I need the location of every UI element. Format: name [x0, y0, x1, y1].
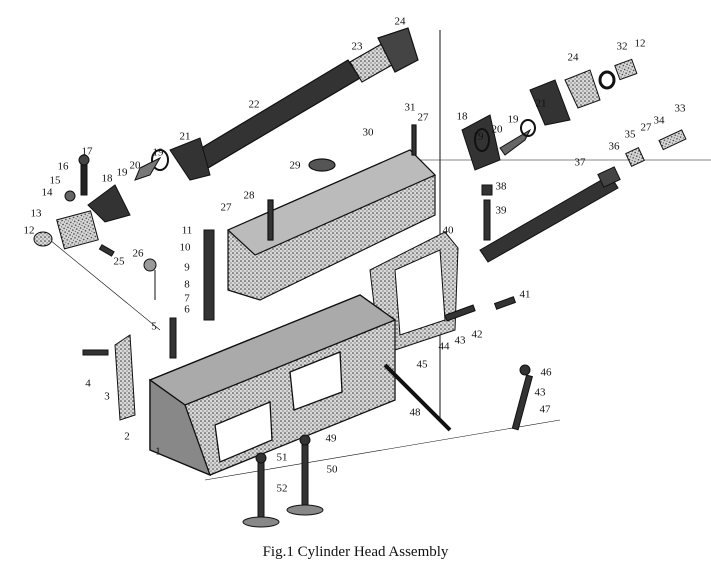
part-number-label: 17 [81, 145, 93, 158]
part-number-label: 35 [624, 128, 636, 141]
part-number-label: 3 [104, 390, 110, 403]
part-number-label: 19 [116, 166, 128, 179]
part-number-label: 36 [608, 140, 620, 153]
part-number-label: 50 [326, 463, 338, 476]
side-cover-plate [369, 231, 459, 356]
rocker-arms-right [461, 58, 687, 263]
part-number-label: 20 [129, 159, 141, 172]
part-number-label: 43 [534, 386, 546, 399]
part-number-label: 22 [248, 98, 260, 111]
part-number-label: 13 [30, 207, 42, 220]
part-number-label: 28 [243, 189, 255, 202]
part-number-label: 6 [184, 303, 190, 316]
part-number-label: 45 [416, 358, 428, 371]
figure-caption: Fig.1 Cylinder Head Assembly [262, 544, 449, 560]
part-number-label: 29 [289, 159, 301, 172]
part-number-label: 8 [184, 278, 190, 291]
part-number-label: 27 [417, 111, 429, 124]
rocker-arms-left [33, 137, 211, 250]
part-number-label: 18 [101, 172, 113, 185]
part-number-label: 38 [495, 180, 507, 193]
part-number-label: 46 [540, 366, 552, 379]
part-number-label: 15 [49, 174, 61, 187]
part-number-label: 39 [495, 204, 507, 217]
part-number-label: 12 [634, 37, 646, 50]
part-number-label: 4 [85, 377, 91, 390]
part-number-label: 51 [276, 451, 288, 464]
part-number-label: 32 [616, 40, 628, 53]
part-number-label: 5 [151, 320, 157, 333]
part-number-label: 37 [574, 156, 586, 169]
part-number-label: 31 [404, 101, 416, 114]
part-number-label: 25 [113, 255, 125, 268]
part-number-label: 43 [454, 334, 466, 347]
valves-and-studs [82, 229, 533, 528]
part-number-label: 7 [184, 292, 190, 305]
part-number-label: 24 [394, 15, 406, 28]
part-number-label: 33 [674, 102, 686, 115]
part-number-label: 42 [471, 328, 483, 341]
part-number-label: 1 [155, 445, 161, 458]
part-number-label: 52 [276, 482, 288, 495]
part-number-label: 23 [351, 40, 363, 53]
part-number-label: 2 [124, 430, 130, 443]
part-number-label: 19 [472, 130, 484, 143]
valve-cover [226, 124, 437, 301]
part-number-label: 12 [23, 224, 35, 237]
part-number-label: 48 [409, 406, 421, 419]
part-number-label: 49 [325, 432, 337, 445]
cylinder-head [148, 294, 397, 477]
rocker-shaft [197, 27, 419, 169]
part-number-label: 21 [535, 97, 547, 110]
part-number-label: 9 [184, 261, 190, 274]
part-number-label: 18 [456, 110, 468, 123]
part-number-label: 19 [152, 146, 164, 159]
part-number-label: 44 [438, 340, 450, 353]
part-number-label: 14 [41, 186, 53, 199]
part-number-label: 30 [362, 126, 374, 139]
part-number-label: 19 [507, 113, 519, 126]
part-number-label: 20 [491, 123, 503, 136]
part-number-label: 21 [179, 130, 191, 143]
part-number-label: 40 [442, 224, 454, 237]
part-number-label: 34 [653, 114, 665, 127]
part-number-label: 16 [57, 160, 69, 173]
part-number-label: 24 [567, 51, 579, 64]
part-number-label: 10 [179, 241, 191, 254]
part-number-label: 47 [539, 403, 551, 416]
part-number-label: 26 [132, 247, 144, 260]
part-number-label: 27 [640, 121, 652, 134]
part-number-label: 27 [220, 201, 232, 214]
part-number-label: 41 [519, 288, 531, 301]
part-number-label: 11 [181, 224, 193, 237]
